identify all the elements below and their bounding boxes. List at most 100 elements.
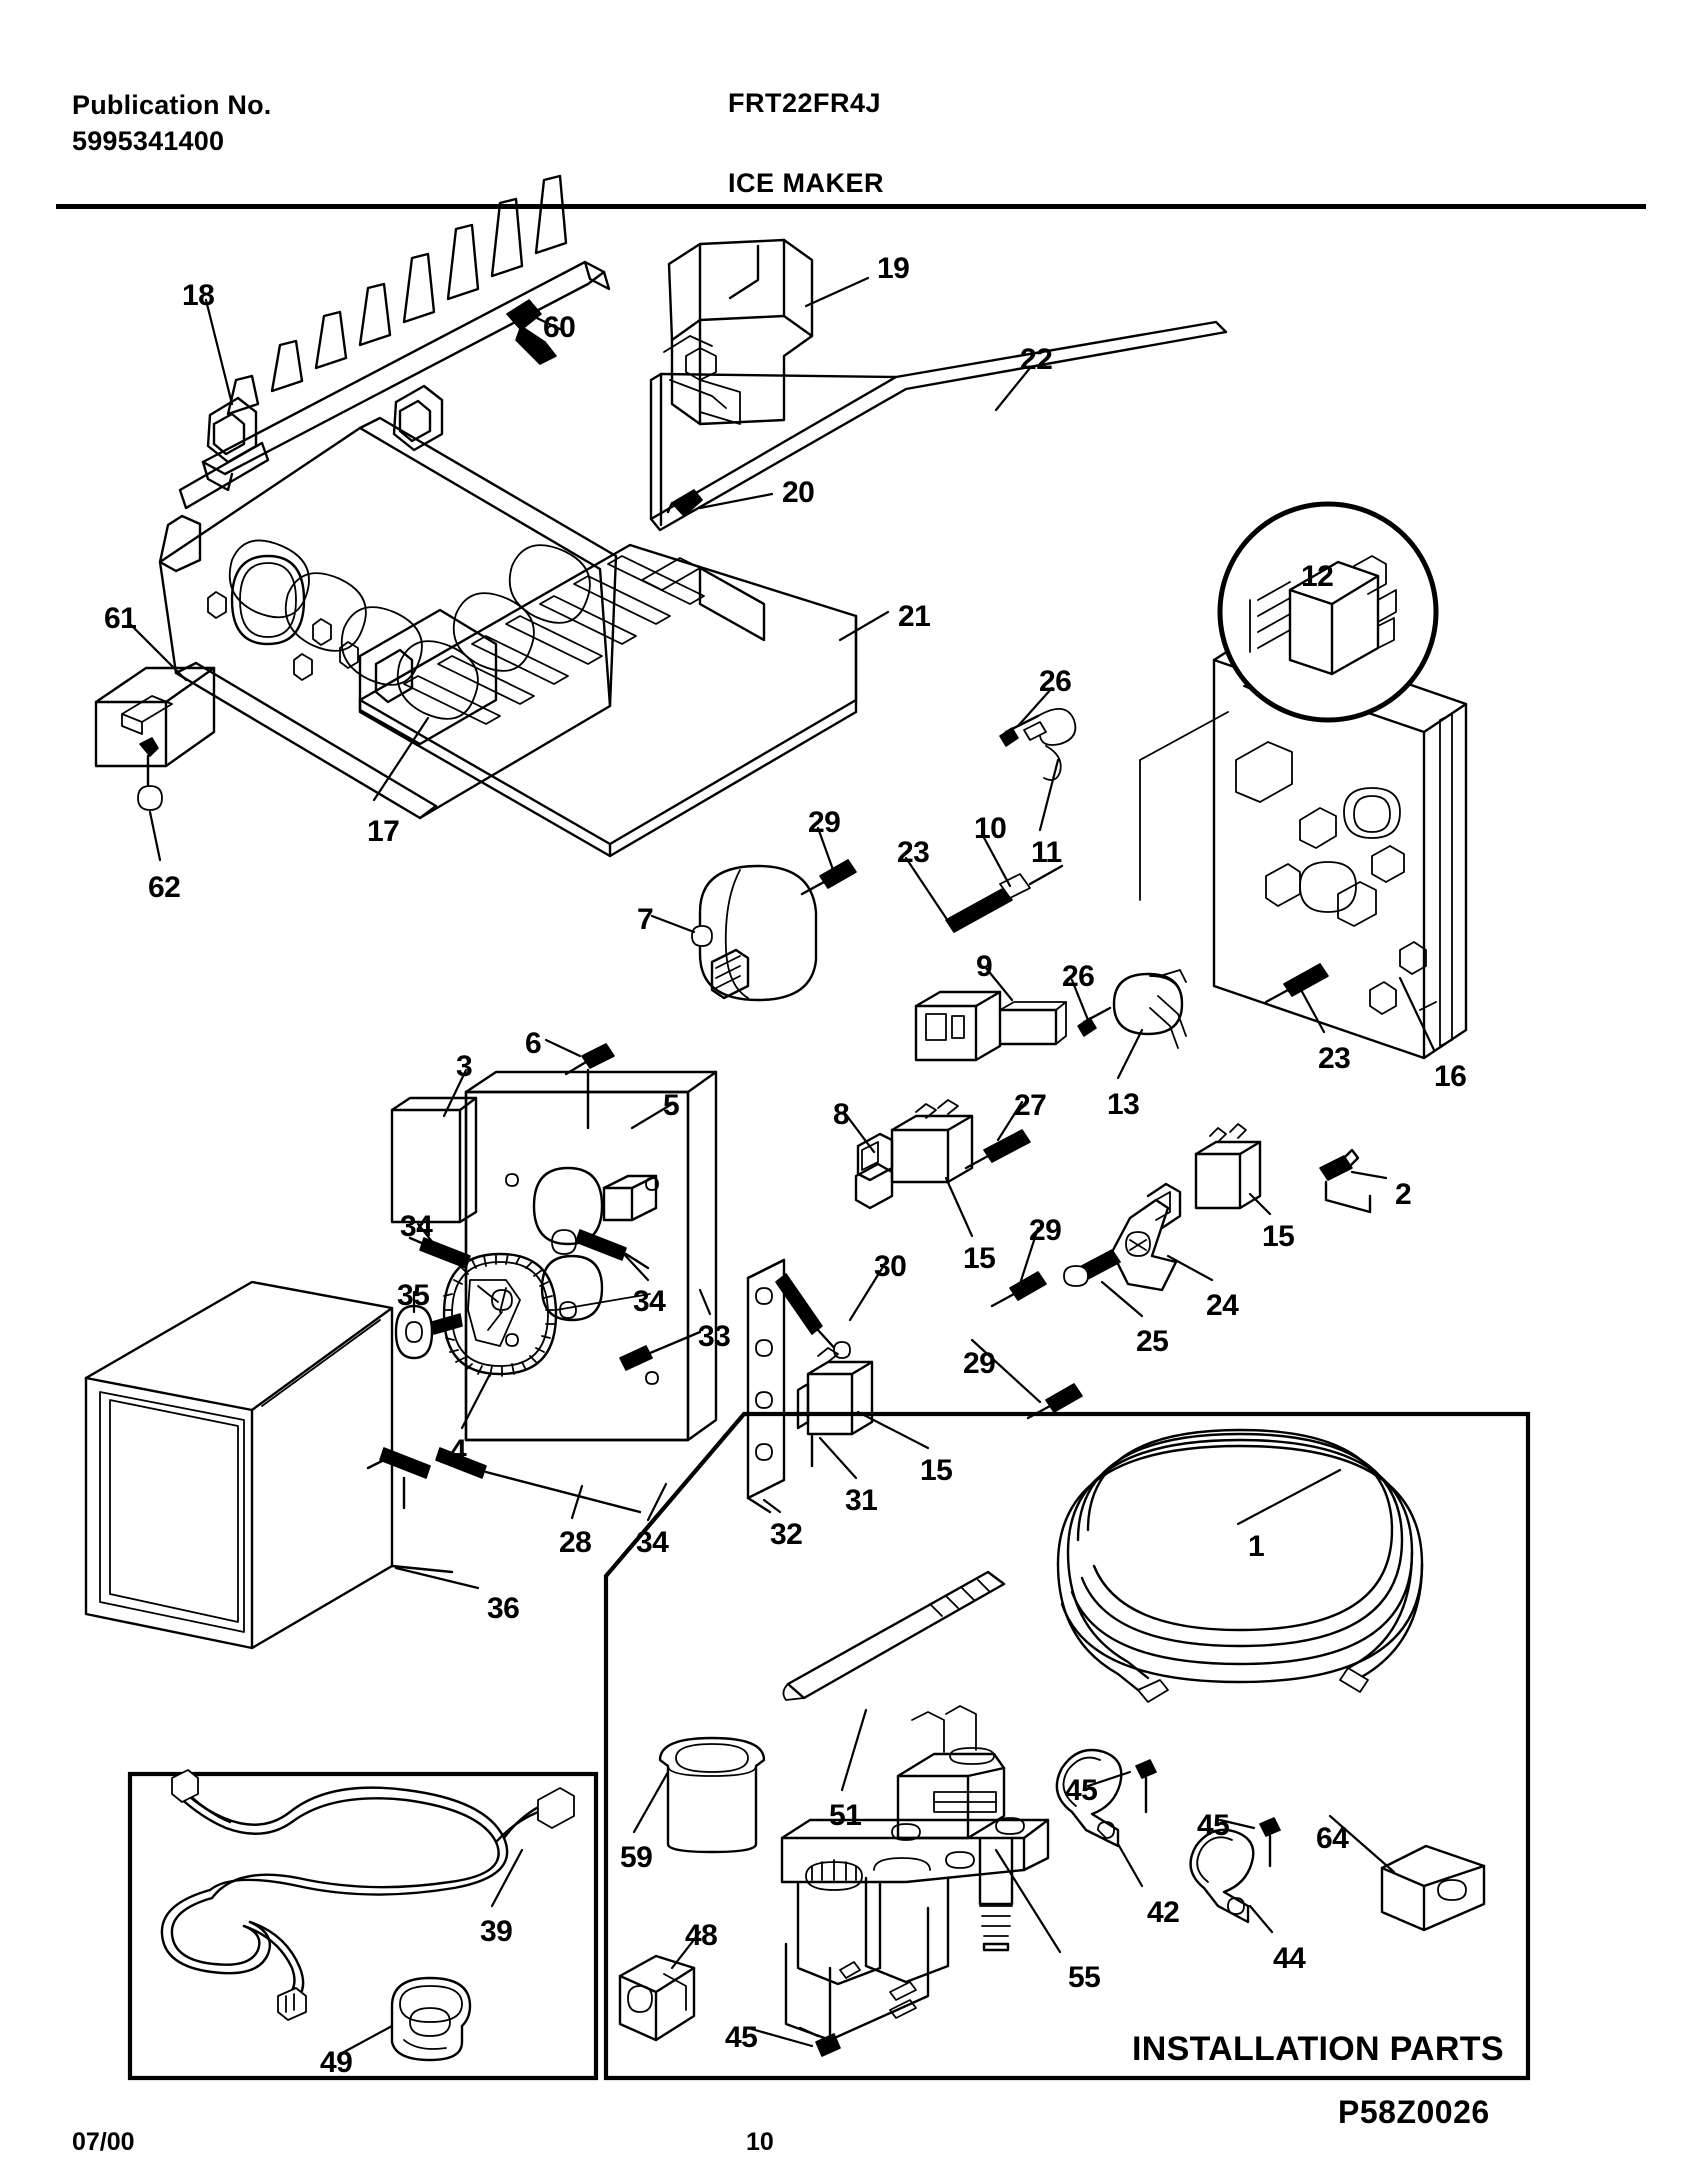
part-45-screws (800, 1760, 1280, 2056)
part-1-water-tubing (1058, 1430, 1422, 1702)
callout-15-a: 15 (963, 1242, 996, 1275)
header-divider (56, 204, 1646, 209)
callout-44: 44 (1273, 1942, 1306, 1975)
callout-15-c: 15 (920, 1454, 953, 1487)
part-7-motor (692, 866, 816, 1000)
callout-26-upper: 26 (1039, 665, 1072, 698)
part-21-ice-tray (360, 545, 856, 856)
callout-49: 49 (320, 2046, 353, 2079)
callout-30: 30 (874, 1250, 907, 1283)
callout-13: 13 (1107, 1088, 1140, 1121)
callout-34-b: 34 (633, 1285, 666, 1318)
callout-10: 10 (974, 812, 1007, 845)
part-55-water-valve (782, 1706, 1048, 2040)
part-5-support-plate (466, 1072, 716, 1440)
part-62-screw (138, 738, 162, 810)
part-36-insulation (86, 1282, 452, 1648)
callout-36: 36 (487, 1592, 520, 1625)
callout-61: 61 (104, 602, 137, 635)
part-49-grommet (392, 1978, 470, 2060)
callout-15-b: 15 (1262, 1220, 1295, 1253)
callout-45-a: 45 (1065, 1774, 1098, 1807)
part-59-sleeve (660, 1738, 764, 1852)
part-61-bracket (96, 668, 214, 766)
publication-number: 5995341400 (72, 125, 225, 156)
callout-29-b: 29 (1029, 1214, 1062, 1247)
callout-28: 28 (559, 1526, 592, 1559)
callout-34-c: 34 (636, 1526, 669, 1559)
part-9-solenoid (916, 992, 1066, 1060)
callout-25: 25 (1136, 1325, 1169, 1358)
callout-1: 1 (1248, 1530, 1265, 1563)
model-number: FRT22FR4J (728, 88, 882, 118)
callout-39: 39 (480, 1915, 513, 1948)
part-15-switch-a (856, 1100, 1030, 1208)
leader-lines (130, 278, 1434, 2052)
callout-7: 7 (637, 903, 654, 936)
callout-42: 42 (1147, 1896, 1180, 1929)
callout-32: 32 (770, 1518, 803, 1551)
part-42-clamp (1057, 1750, 1121, 1846)
part-60-screw (507, 300, 556, 364)
callout-3: 3 (456, 1050, 473, 1083)
callout-8: 8 (833, 1098, 850, 1131)
callout-4: 4 (450, 1434, 467, 1467)
callout-17: 17 (367, 815, 400, 848)
publication-block: Publication No. 5995341400 (72, 88, 272, 159)
detail-circle-12 (1220, 504, 1436, 720)
publication-label: Publication No. (72, 90, 272, 120)
part-24-lever (1064, 1184, 1180, 1290)
callout-29-motor: 29 (808, 806, 841, 839)
section-title: ICE MAKER (728, 168, 885, 198)
part-6-screw (566, 1044, 614, 1128)
part-44-clamp (1191, 1830, 1254, 1922)
part-64-strap (1382, 1846, 1484, 1930)
callout-20: 20 (782, 476, 815, 509)
callout-23-upper: 23 (897, 836, 930, 869)
callout-31: 31 (845, 1484, 878, 1517)
part-48-nut (620, 1956, 694, 2040)
ice-mold-body (160, 386, 616, 818)
part-4-gear (444, 1254, 650, 1376)
callout-19: 19 (877, 252, 910, 285)
figure-code: P58Z0026 (1338, 2094, 1490, 2130)
callout-12: 12 (1301, 560, 1334, 593)
callout-21: 21 (898, 600, 931, 633)
installation-panel-left (130, 1774, 596, 2078)
callout-5: 5 (663, 1089, 680, 1122)
callout-11: 11 (1031, 836, 1062, 869)
callout-33: 33 (698, 1320, 731, 1353)
part-20-stud (668, 490, 702, 516)
part-29-screws (802, 860, 1082, 1418)
screws-34-28-33 (368, 1230, 700, 1512)
callout-6: 6 (525, 1027, 542, 1060)
part-32-bracket (748, 1260, 784, 1512)
part-19-cover (664, 240, 812, 424)
callout-22: 22 (1020, 343, 1053, 376)
callout-2: 2 (1395, 1178, 1412, 1211)
callout-62: 62 (148, 871, 181, 904)
callout-51: 51 (829, 1799, 862, 1832)
callout-23-lower: 23 (1318, 1042, 1351, 1075)
part-35-washer (396, 1306, 462, 1358)
callout-16: 16 (1434, 1060, 1467, 1093)
callout-45-b: 45 (1197, 1809, 1230, 1842)
installation-parts-title: INSTALLATION PARTS (1132, 2030, 1504, 2068)
part-30-screw (776, 1274, 850, 1358)
part-15-switch-b (1196, 1124, 1260, 1208)
callout-45-c: 45 (725, 2021, 758, 2054)
fasteners-10-11-23-26 (946, 709, 1328, 1036)
callout-55: 55 (1068, 1961, 1101, 1994)
callout-60: 60 (543, 311, 576, 344)
callout-59: 59 (620, 1841, 653, 1874)
part-39-harness (162, 1770, 574, 2020)
footer-page-number: 10 (746, 2128, 774, 2156)
footer-date: 07/00 (72, 2128, 135, 2156)
callout-27: 27 (1014, 1089, 1047, 1122)
part-3-pad (392, 1098, 476, 1222)
installation-panel-right (606, 1414, 1528, 2078)
callout-18: 18 (182, 279, 215, 312)
callout-9: 9 (976, 950, 993, 983)
callout-48: 48 (685, 1919, 718, 1952)
